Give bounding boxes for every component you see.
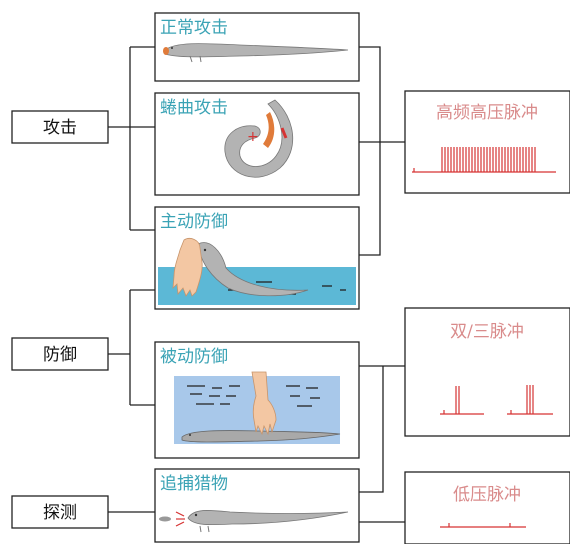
behavior-hunt-prey: 追捕猎物 [154,468,360,543]
behavior-curl-attack: 蜷曲攻击 + [154,92,360,196]
eel-icon: + [224,99,294,178]
water-ripples [187,385,320,407]
category-defense-label: 防御 [43,345,77,365]
pulse-waveform [440,523,526,528]
pulse-low-voltage: 低压脉冲 [404,471,570,544]
svg-text:+: + [247,129,259,145]
pulse-double-triple: 双/三脉冲 [404,307,570,437]
hand-icon [172,238,203,297]
eel-icon [163,43,349,63]
hand-icon [251,371,277,436]
eel-icon [181,430,341,443]
category-detect: 探测 [11,495,109,529]
category-detect-label: 探测 [43,503,77,523]
behavior-passive-defense: 被动防御 [154,341,360,459]
category-attack-label: 攻击 [43,118,77,138]
eel-icon [187,509,349,533]
category-attack: 攻击 [11,110,109,144]
behavior-passive-defense-label: 被动防御 [160,347,228,367]
pulse-double-triple-label: 双/三脉冲 [450,322,524,342]
eel-icon [197,242,309,297]
connector-lines [108,46,405,523]
behavior-normal-attack-label: 正常攻击 [160,18,228,38]
fish-icon [159,516,171,522]
pulse-high-freq: 高频高压脉冲 [404,90,570,194]
behavior-active-defense: 主动防御 [154,206,360,310]
pulse-waveform [440,385,553,415]
category-defense: 防御 [11,337,109,371]
behavior-hunt-prey-label: 追捕猎物 [160,474,228,494]
pulse-waveform [412,147,556,173]
behavior-normal-attack: 正常攻击 [154,12,360,82]
behavior-active-defense-label: 主动防御 [160,212,228,232]
signal-icon [175,511,185,527]
behavior-curl-attack-label: 蜷曲攻击 [160,98,228,118]
pulse-low-voltage-label: 低压脉冲 [453,485,521,505]
pulse-high-freq-label: 高频高压脉冲 [436,103,538,123]
